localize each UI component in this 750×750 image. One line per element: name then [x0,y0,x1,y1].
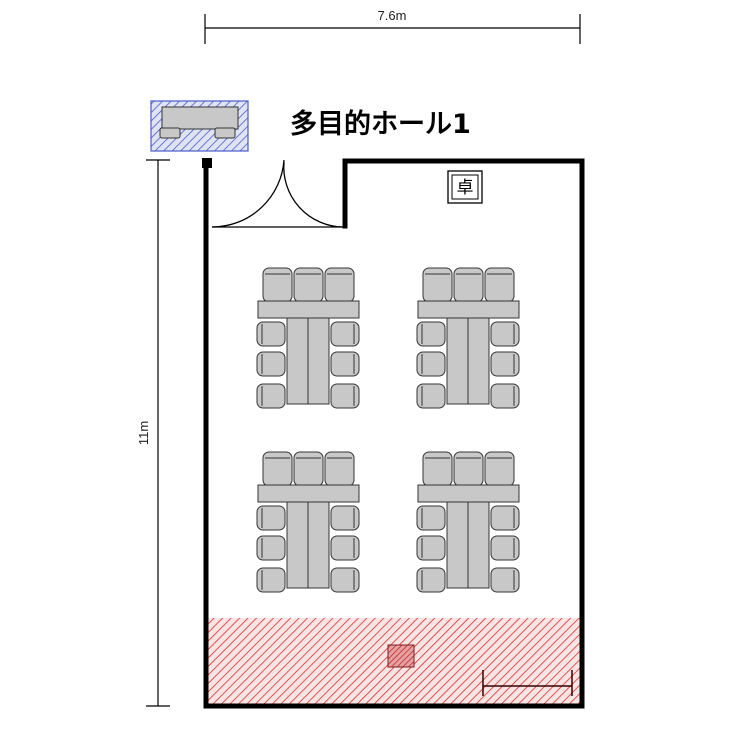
chair [256,351,286,377]
stage-area [206,618,581,706]
head-table [257,300,360,319]
chair [416,351,446,377]
table-group-top-right [416,267,520,409]
stage-bench [482,670,573,696]
long-table-left-half [446,501,469,589]
chair [490,505,520,531]
chair [422,451,453,487]
chair [490,351,520,377]
chair [330,505,360,531]
head-table [417,300,520,319]
chair [330,321,360,347]
chair [453,267,484,303]
long-table-right-half [467,501,490,589]
chair [330,535,360,561]
chair [262,451,293,487]
chair [416,383,446,409]
chair [293,451,324,487]
chair [256,505,286,531]
chair [416,321,446,347]
head-table [257,484,360,503]
chair [330,351,360,377]
storage-cart [150,100,249,152]
table-group-bottom-right [416,451,520,593]
chair [330,567,360,593]
chair [484,267,515,303]
chair [422,267,453,303]
chair [416,535,446,561]
height-dimension: 11m [136,159,170,707]
width-dimension: 7.6m [204,8,581,44]
long-table-left-half [286,317,309,405]
long-table-left-half [286,501,309,589]
chair [256,567,286,593]
chair [490,383,520,409]
head-table [417,484,520,503]
chair [324,267,355,303]
chair [416,505,446,531]
podium: 卓 [447,170,483,204]
chair [490,535,520,561]
chair [256,383,286,409]
width-dimension-label: 7.6m [378,8,407,23]
chair [484,451,515,487]
chair [262,267,293,303]
table-group-bottom-left [256,451,360,593]
height-dimension-label: 11m [136,421,151,445]
entrance-door [211,159,344,228]
chair [416,567,446,593]
room-title: 多目的ホール1 [290,108,471,140]
long-table-right-half [307,501,330,589]
chair [490,321,520,347]
chair [293,267,324,303]
chair [324,451,355,487]
chair [256,321,286,347]
long-table-right-half [467,317,490,405]
stage-lectern [387,644,415,668]
long-table-right-half [307,317,330,405]
chair [256,535,286,561]
long-table-left-half [446,317,469,405]
room-walls [202,158,585,709]
chair [330,383,360,409]
table-groups [256,267,520,593]
table-group-top-left [256,267,360,409]
chair [490,567,520,593]
podium-label: 卓 [457,178,474,198]
chair [453,451,484,487]
